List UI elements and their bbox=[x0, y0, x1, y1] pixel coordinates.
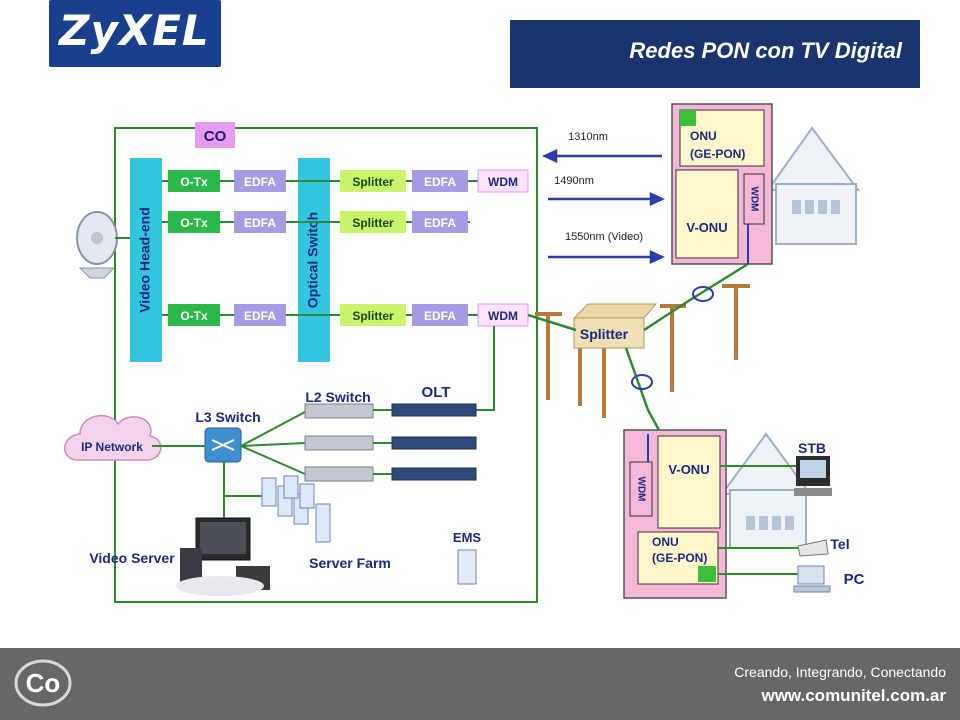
stb-icon bbox=[794, 456, 832, 496]
comunitel-logo: Co bbox=[14, 659, 72, 707]
footer: Co Creando, Integrando, Conectando www.c… bbox=[0, 648, 960, 720]
v-onu-label: V-ONU bbox=[668, 462, 709, 477]
edfa-label: EDFA bbox=[424, 216, 456, 230]
onu-gepon-label: ONU bbox=[690, 129, 717, 143]
co-label: CO bbox=[204, 128, 227, 145]
utility-pole-icon bbox=[535, 284, 750, 418]
splitter-label: Splitter bbox=[352, 216, 394, 230]
wdm-olt-link bbox=[470, 326, 495, 411]
footer-url[interactable]: www.comunitel.com.ar bbox=[761, 686, 946, 705]
wdm-label: WDM bbox=[488, 309, 518, 323]
server-farm-label: Server Farm bbox=[309, 555, 391, 571]
edfa-label: EDFA bbox=[244, 175, 276, 189]
onu-gepon-label: ONU bbox=[652, 535, 679, 549]
wdm-box bbox=[477, 169, 529, 193]
server-farm-icon bbox=[261, 475, 331, 543]
wavelength-1490-label: 1490nm bbox=[554, 175, 594, 187]
zyxel-logo: ZyXEL bbox=[49, 0, 221, 67]
otx-label: O-Tx bbox=[180, 175, 208, 189]
pc-icon bbox=[793, 565, 831, 593]
l2-switch-device bbox=[304, 403, 374, 482]
wdm-label: WDM bbox=[488, 175, 518, 189]
edfa-label: EDFA bbox=[424, 175, 456, 189]
onu-gepon-label-2: (GE-PON) bbox=[652, 551, 707, 565]
wdm-vertical-label: WDM bbox=[635, 477, 646, 502]
v-onu-box bbox=[657, 435, 721, 529]
edfa-box bbox=[234, 170, 286, 192]
otx-box bbox=[168, 304, 220, 326]
splitter-box bbox=[340, 211, 406, 233]
ems-server-icon bbox=[457, 549, 477, 585]
edfa-label: EDFA bbox=[244, 309, 276, 323]
video-server-label: Video Server bbox=[89, 550, 175, 566]
wdm-vertical-box bbox=[629, 461, 653, 517]
otx-box bbox=[168, 170, 220, 192]
splitter-box bbox=[340, 170, 406, 192]
edfa-box bbox=[412, 304, 468, 326]
outdoor-splitter-label: Splitter bbox=[580, 326, 629, 342]
slide-title-banner: Redes PON con TV Digital bbox=[510, 20, 920, 88]
co-label-box bbox=[195, 122, 235, 148]
video-headend-label: Video Head-end bbox=[137, 207, 153, 313]
wavelength-1550-label: 1550nm (Video) bbox=[565, 231, 643, 243]
pc-label: PC bbox=[844, 571, 865, 588]
pon-network-diagram: CO Video Head-end Optical Switch O-Tx ED… bbox=[64, 103, 865, 603]
edfa-box bbox=[412, 170, 468, 192]
olt-device bbox=[391, 403, 477, 481]
outdoor-splitter-box bbox=[573, 317, 645, 349]
satellite-dish-icon bbox=[76, 211, 118, 279]
otx-label: O-Tx bbox=[180, 309, 208, 323]
house-icon bbox=[766, 126, 860, 245]
splitter-label: Splitter bbox=[352, 175, 394, 189]
co-frame bbox=[114, 127, 538, 603]
ip-network-label: IP Network bbox=[81, 440, 143, 454]
slide-title: Redes PON con TV Digital bbox=[629, 38, 902, 63]
fiber-coil-icon bbox=[631, 374, 653, 390]
edfa-box bbox=[234, 211, 286, 233]
stb-label: STB bbox=[798, 440, 826, 456]
wdm-vertical-label: WDM bbox=[748, 187, 759, 212]
optical-switch-bar bbox=[298, 158, 330, 362]
wavelength-1310-label: 1310nm bbox=[568, 131, 608, 143]
phone-icon bbox=[797, 539, 829, 557]
wdm-vertical-box bbox=[743, 173, 765, 225]
onu-gepon-label-2: (GE-PON) bbox=[690, 147, 745, 161]
edfa-box bbox=[412, 211, 468, 233]
video-headend-bar bbox=[130, 158, 162, 362]
tel-label: Tel bbox=[830, 536, 849, 552]
splitter-box bbox=[340, 304, 406, 326]
l2-switch-label: L2 Switch bbox=[305, 389, 370, 405]
v-onu-box bbox=[675, 169, 739, 259]
olt-label: OLT bbox=[422, 384, 451, 401]
splitter-label: Splitter bbox=[352, 309, 394, 323]
v-onu-label: V-ONU bbox=[686, 220, 727, 235]
edfa-label: EDFA bbox=[244, 216, 276, 230]
edfa-box bbox=[234, 304, 286, 326]
video-server-icon bbox=[176, 517, 270, 596]
otx-box bbox=[168, 211, 220, 233]
l3-switch-label: L3 Switch bbox=[195, 409, 260, 425]
ems-label: EMS bbox=[453, 530, 482, 545]
footer-tagline: Creando, Integrando, Conectando bbox=[734, 664, 946, 680]
otx-label: O-Tx bbox=[180, 216, 208, 230]
comunitel-logo-text: Co bbox=[26, 668, 61, 698]
fiber-coil-icon bbox=[692, 286, 714, 302]
optical-switch-label: Optical Switch bbox=[305, 212, 321, 308]
edfa-label: EDFA bbox=[424, 309, 456, 323]
